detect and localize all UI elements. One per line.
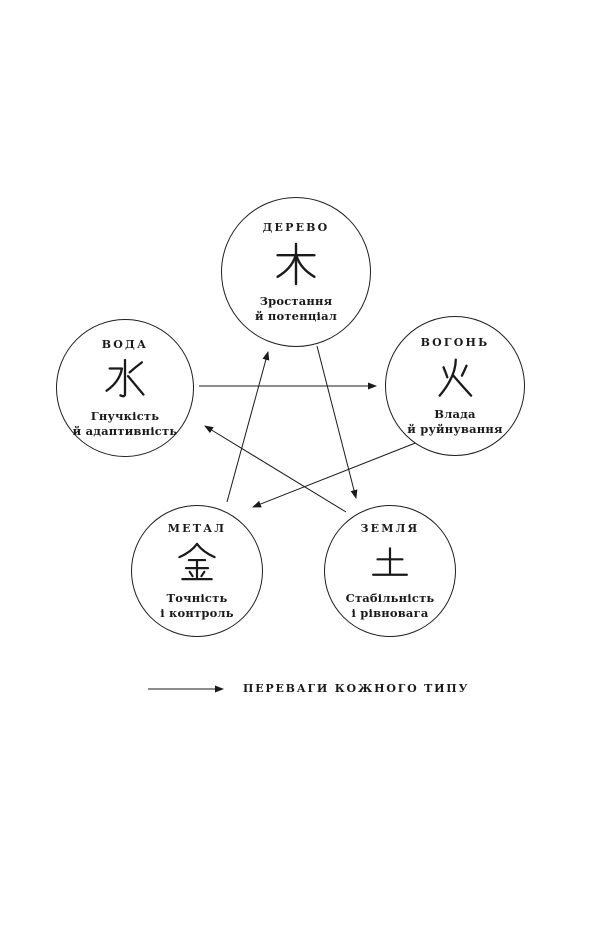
node-fire-title: ВОГОНЬ <box>420 335 490 349</box>
node-wood-title: ДЕРЕВО <box>262 220 330 234</box>
arrow-metal-to-wood <box>226 351 270 503</box>
node-water-title: ВОДА <box>101 337 149 351</box>
node-fire: ВОГОНЬ Влада й руйнування <box>385 316 525 456</box>
node-earth-title: ЗЕМЛЯ <box>360 521 420 535</box>
legend: ПЕРЕВАГИ КОЖНОГО ТИПУ <box>148 682 469 695</box>
node-metal-title: МЕТАЛ <box>167 521 227 535</box>
arrow-wood-to-earth <box>316 345 358 499</box>
earth-hanzi-icon <box>368 541 412 585</box>
water-hanzi-icon <box>102 357 148 403</box>
node-fire-caption: Влада й руйнування <box>407 407 502 437</box>
arrow-fire-to-metal <box>252 439 424 508</box>
node-fire-caption-line1: Влада <box>434 406 476 421</box>
node-water-caption: Гнучкість й адаптивність <box>73 409 178 439</box>
node-metal: МЕТАЛ Точність і контроль <box>131 505 263 637</box>
legend-label: ПЕРЕВАГИ КОЖНОГО ТИПУ <box>243 682 470 695</box>
node-earth-caption: Стабільність і рівновага <box>346 591 435 621</box>
node-earth: ЗЕМЛЯ Стабільність і рівновага <box>324 505 456 637</box>
node-water-caption-line1: Гнучкість <box>90 408 160 423</box>
node-wood-caption: Зростання й потенціал <box>255 294 337 324</box>
metal-hanzi-icon <box>175 541 219 585</box>
node-water-caption-line2: й адаптивність <box>72 423 178 438</box>
node-earth-caption-line2: і рівновага <box>351 605 429 620</box>
node-wood: ДЕРЕВО Зростання й потенціал <box>221 197 371 347</box>
legend-arrow-icon <box>148 685 224 692</box>
node-fire-caption-line2: й руйнування <box>407 421 503 436</box>
node-metal-caption-line1: Точність <box>166 590 228 605</box>
node-metal-caption: Точність і контроль <box>160 591 234 621</box>
node-wood-caption-line2: й потенціал <box>254 308 338 323</box>
node-earth-caption-line1: Стабільність <box>345 590 435 605</box>
wood-hanzi-icon <box>272 240 320 288</box>
fire-hanzi-icon <box>432 355 478 401</box>
node-metal-caption-line2: і контроль <box>160 605 234 620</box>
node-wood-caption-line1: Зростання <box>259 293 333 308</box>
node-water: ВОДА Гнучкість й адаптивність <box>56 319 194 457</box>
arrow-earth-to-water <box>204 425 347 513</box>
